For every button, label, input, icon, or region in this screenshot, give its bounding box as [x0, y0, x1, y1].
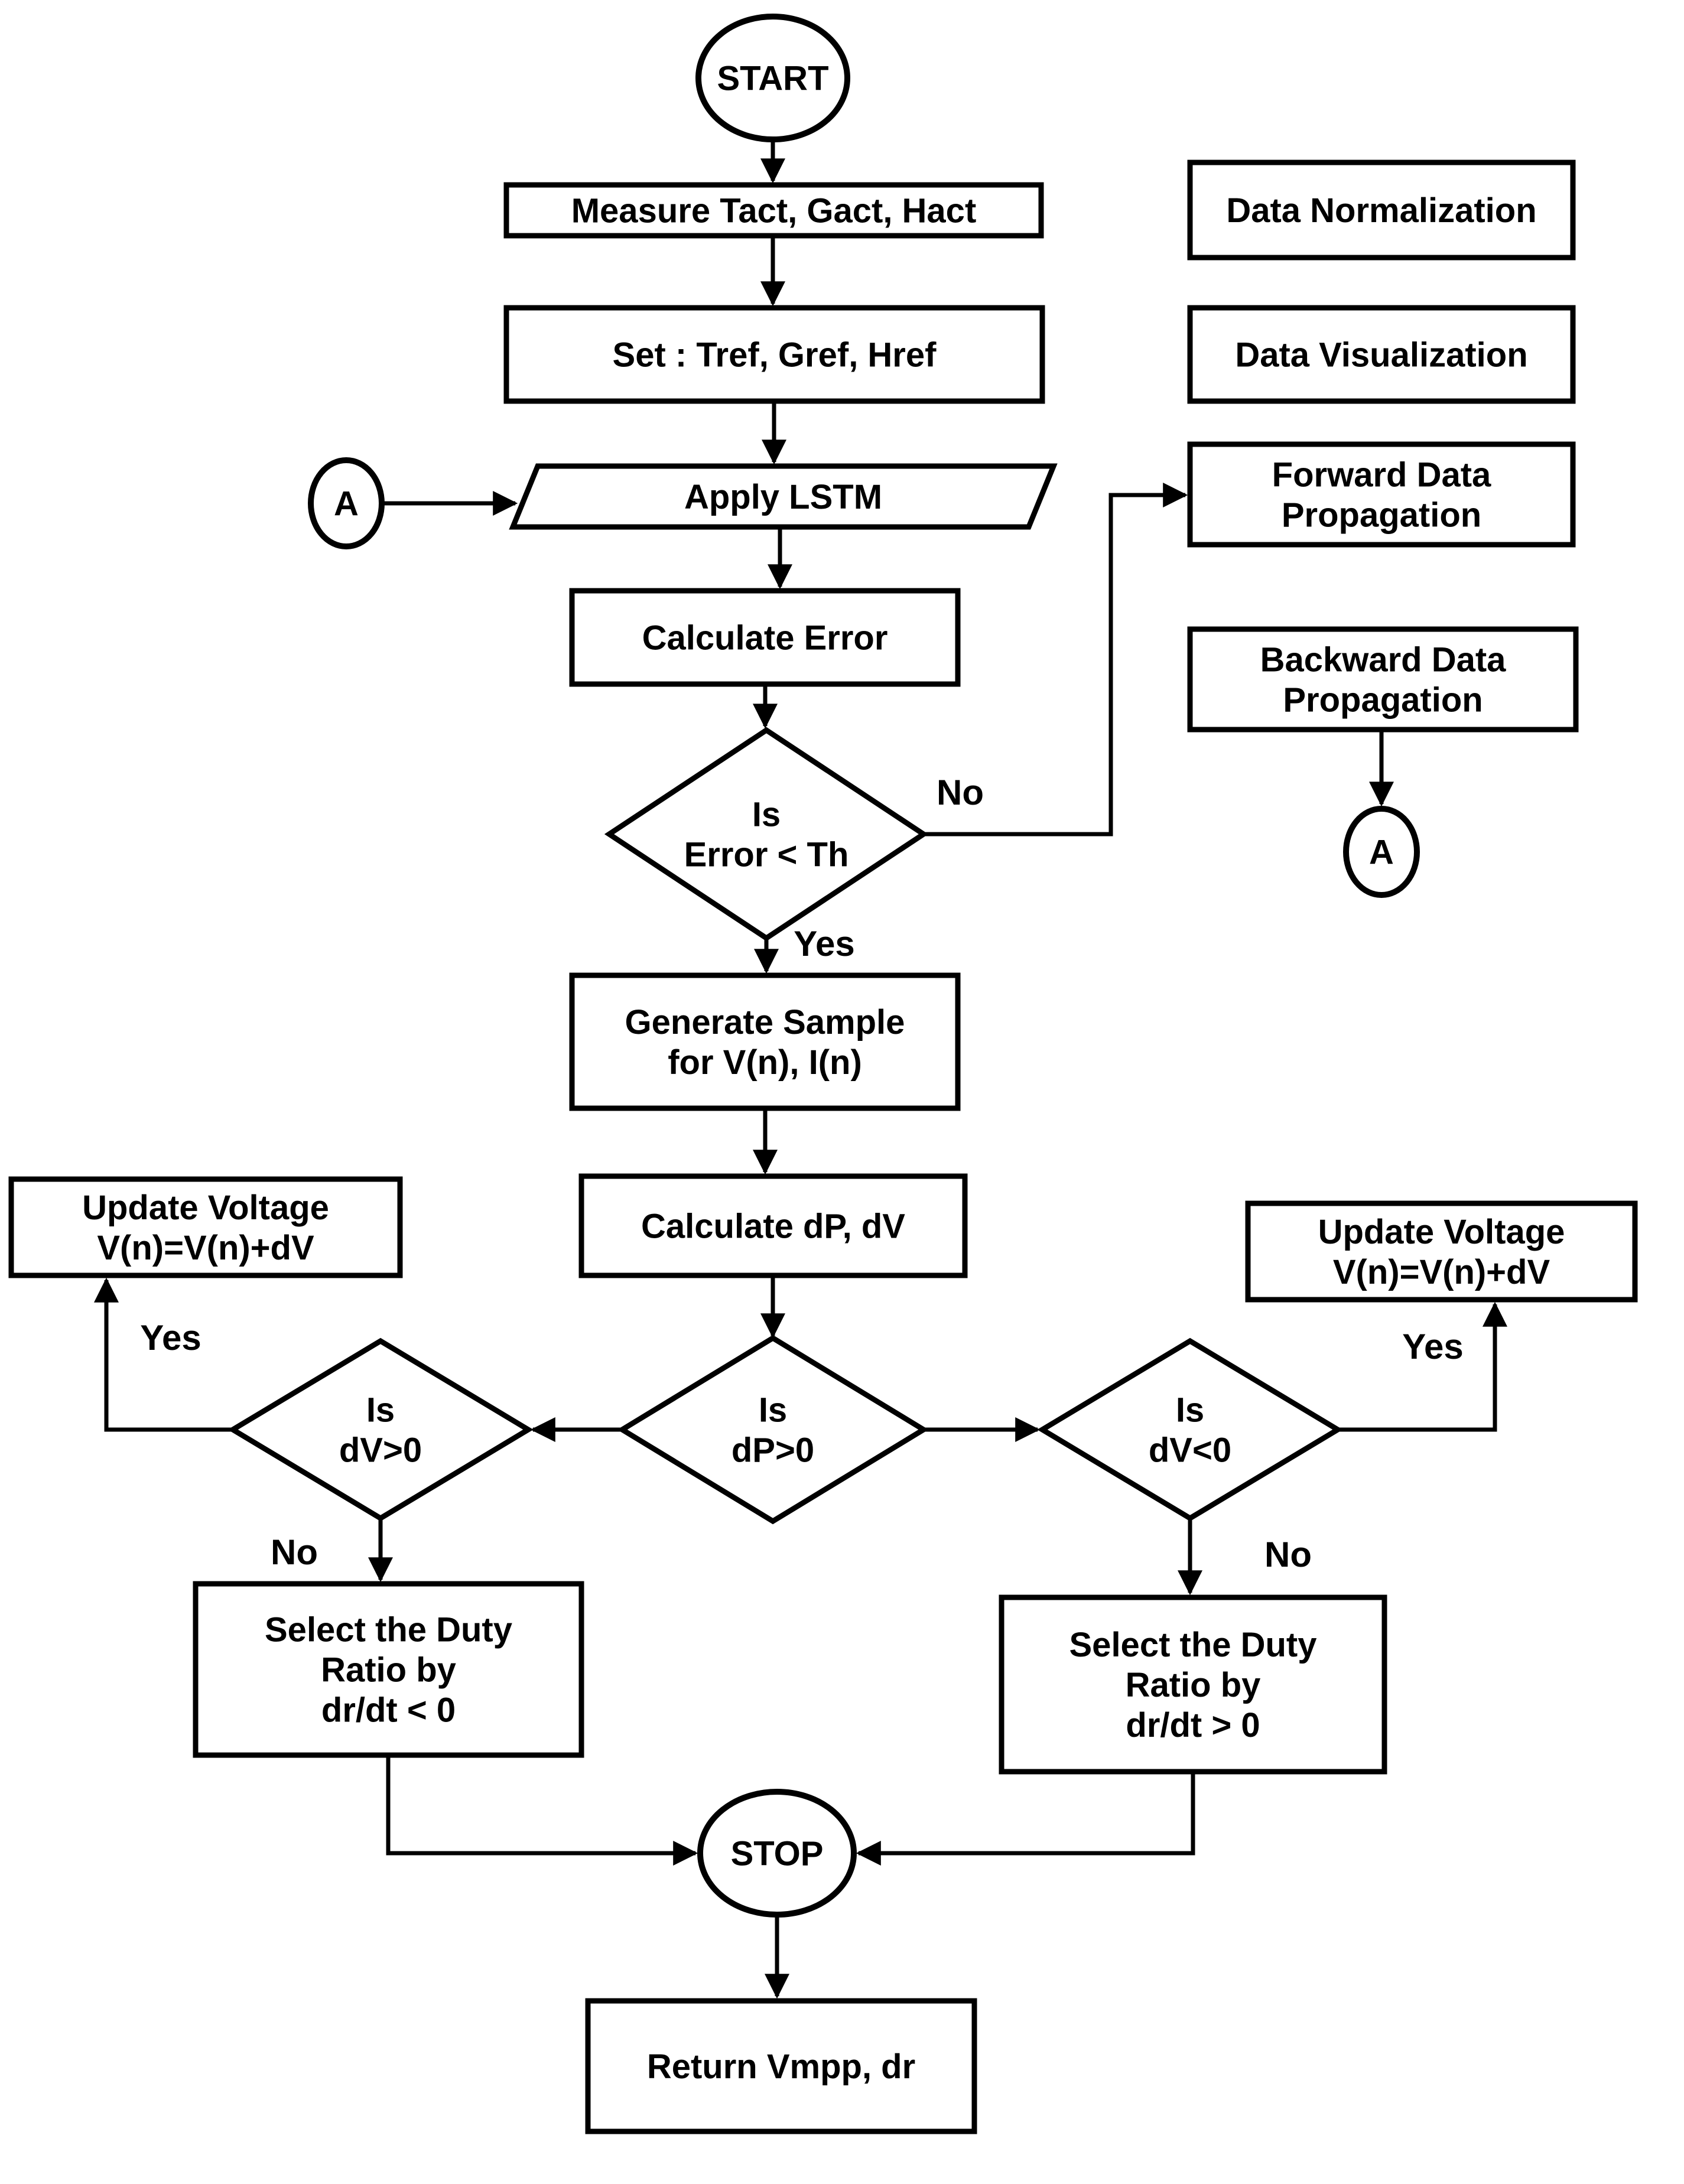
- apply-lstm-io-label: Apply LSTM: [684, 478, 882, 516]
- connector-a-left-shape: [308, 457, 385, 549]
- apply-lstm-io-shape: [509, 463, 1058, 530]
- dp-decision-shape: [617, 1335, 929, 1525]
- dv-left-yes-to-update: [94, 1277, 233, 1432]
- backward-propagation-box-shape: [1187, 626, 1579, 733]
- data-visualization-box-shape: [1187, 305, 1576, 404]
- start-terminator-shape: [695, 14, 850, 142]
- decision-no-to-forward: [924, 483, 1188, 837]
- stop-terminator-label: STOP: [731, 1834, 824, 1873]
- label-no-error: No: [937, 773, 984, 812]
- return-process-label: Return Vmpp, dr: [647, 2048, 915, 2086]
- set-ref-process-shape: [503, 305, 1045, 404]
- select-left-to-stop: [386, 1755, 698, 1866]
- dv-right-yes-to-update: [1338, 1301, 1507, 1432]
- connector-a-right-shape: [1343, 806, 1420, 898]
- calculate-dp-dv-process-shape: [578, 1173, 968, 1278]
- dv-left-decision-shape: [227, 1337, 534, 1522]
- calculate-error-process-label: Calculate Error: [642, 619, 888, 657]
- label-yes-left: Yes: [140, 1318, 201, 1358]
- connector-a-left-label: A: [334, 484, 359, 523]
- label-yes-error: Yes: [794, 924, 854, 964]
- dv-right-decision-shape: [1037, 1337, 1343, 1522]
- edges-layer: [94, 140, 1507, 1999]
- label-no-left: No: [271, 1532, 318, 1572]
- data-normalization-box-label: Data Normalization: [1226, 191, 1536, 230]
- select-duty-right-shape: [999, 1594, 1387, 1775]
- generate-sample-process-shape: [569, 972, 961, 1111]
- return-process-shape: [585, 1998, 977, 2134]
- set-ref-process-label: Set : Tref, Gref, Href: [613, 336, 937, 374]
- label-no-right: No: [1264, 1535, 1312, 1574]
- calculate-dp-dv-process-label: Calculate dP, dV: [641, 1207, 905, 1245]
- start-terminator-label: START: [717, 59, 828, 97]
- measure-process-shape: [503, 182, 1044, 239]
- data-normalization-box-shape: [1187, 160, 1576, 261]
- select-right-to-stop: [856, 1772, 1195, 1866]
- connector-a-right-label: A: [1369, 833, 1394, 871]
- update-voltage-right-shape: [1245, 1200, 1638, 1303]
- measure-process-label: Measure Tact, Gact, Hact: [571, 191, 977, 230]
- error-threshold-decision-shape: [604, 727, 929, 942]
- calculate-error-process-shape: [569, 588, 961, 687]
- data-visualization-box-label: Data Visualization: [1235, 336, 1527, 374]
- select-duty-left-shape: [193, 1581, 584, 1758]
- label-yes-right: Yes: [1402, 1327, 1463, 1366]
- forward-propagation-box-shape: [1187, 441, 1576, 548]
- update-voltage-left-shape: [8, 1176, 403, 1278]
- stop-terminator-shape: [697, 1789, 857, 1918]
